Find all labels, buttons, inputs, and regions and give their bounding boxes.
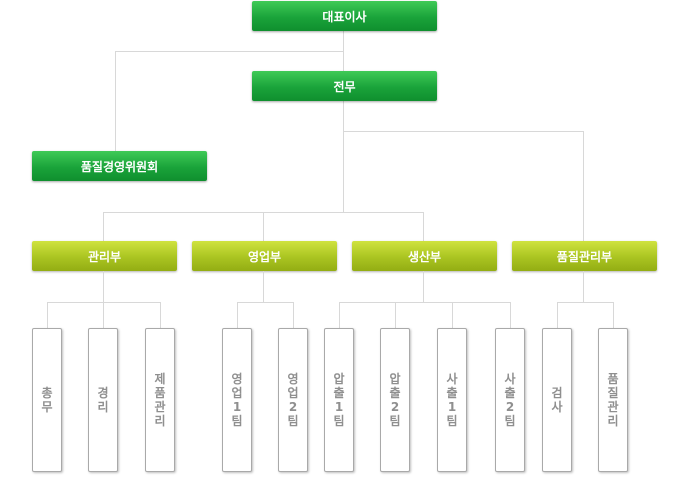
connector-dept-3: [423, 212, 424, 241]
connector-team-drop: [557, 302, 558, 328]
department-box-1-label: 관리부: [87, 249, 122, 264]
connector-quality-h: [343, 131, 583, 132]
team-char: 제: [154, 372, 166, 386]
team-char: 팀: [389, 414, 401, 428]
team-char: 출: [333, 386, 345, 400]
managing-director-box-label: 전무: [333, 79, 356, 94]
team-char: 출: [446, 386, 458, 400]
team-char: 업: [231, 386, 243, 400]
team-char: 질: [607, 386, 619, 400]
connector-team-stem-2: [263, 271, 264, 302]
team-char: 압: [333, 372, 345, 386]
team-char: 출: [389, 386, 401, 400]
connector-dept-2: [263, 212, 264, 241]
connector-team-drop: [339, 302, 340, 328]
team-char: 1: [334, 400, 344, 414]
ceo-box-label: 대표이사: [322, 9, 367, 24]
team-char: 팀: [504, 414, 516, 428]
team-char: 품: [154, 386, 166, 400]
team-char: 사: [504, 372, 516, 386]
team-char: 1: [232, 400, 242, 414]
department-box-3-label: 생산부: [407, 249, 442, 264]
committee-box-label: 품질경영위원회: [80, 159, 159, 174]
team-char: 압: [389, 372, 401, 386]
connector-managing-down: [343, 101, 344, 212]
team-char: 영: [287, 372, 299, 386]
connector-team-drop: [237, 302, 238, 328]
team-char: 사: [551, 400, 563, 414]
connector-committee-h: [115, 51, 344, 52]
team-char: 리: [97, 400, 109, 414]
connector-team-drop: [293, 302, 294, 328]
connector-team-bus-2: [237, 302, 294, 303]
team-char: 2: [505, 400, 515, 414]
connector-dept-1: [103, 212, 104, 241]
team-char: 2: [288, 400, 298, 414]
team-char: 출: [504, 386, 516, 400]
team-char: 리: [607, 414, 619, 428]
connector-quality-v: [583, 131, 584, 241]
connector-team-drop: [395, 302, 396, 328]
connector-team-stem-1: [103, 271, 104, 302]
department-box-1: 관리부: [32, 241, 177, 271]
connector-team-bus-3: [339, 302, 511, 303]
connector-team-drop: [510, 302, 511, 328]
department-box-3: 생산부: [352, 241, 497, 271]
department-box-4: 품질관리부: [512, 241, 657, 271]
connector-team-stem-3: [423, 271, 424, 302]
team-char: 관: [154, 400, 166, 414]
connector-team-drop: [103, 302, 104, 328]
team-char: 관: [607, 400, 619, 414]
team-char: 팀: [333, 414, 345, 428]
committee-box: 품질경영위원회: [32, 151, 207, 181]
team-char: 경: [97, 386, 109, 400]
team-char: 총: [41, 386, 53, 400]
department-box-4-label: 품질관리부: [556, 249, 613, 264]
connector-team-drop: [160, 302, 161, 328]
connector-committee-v: [115, 51, 116, 152]
connector-team-drop: [47, 302, 48, 328]
team-char: 2: [390, 400, 400, 414]
department-box-2: 영업부: [192, 241, 337, 271]
team-char: 영: [231, 372, 243, 386]
connector-team-drop: [452, 302, 453, 328]
connector-team-stem-4: [583, 271, 584, 302]
team-char: 품: [607, 372, 619, 386]
team-char: 무: [41, 400, 53, 414]
connector-team-drop: [613, 302, 614, 328]
managing-director-box: 전무: [252, 71, 437, 101]
department-box-2-label: 영업부: [247, 249, 282, 264]
team-char: 팀: [231, 414, 243, 428]
team-char: 팀: [446, 414, 458, 428]
team-char: 사: [446, 372, 458, 386]
connector-team-bus-1: [47, 302, 161, 303]
team-char: 검: [551, 386, 563, 400]
team-char: 리: [154, 414, 166, 428]
team-char: 업: [287, 386, 299, 400]
ceo-box: 대표이사: [252, 1, 437, 31]
team-char: 1: [447, 400, 457, 414]
connector-team-bus-4: [557, 302, 614, 303]
team-char: 팀: [287, 414, 299, 428]
